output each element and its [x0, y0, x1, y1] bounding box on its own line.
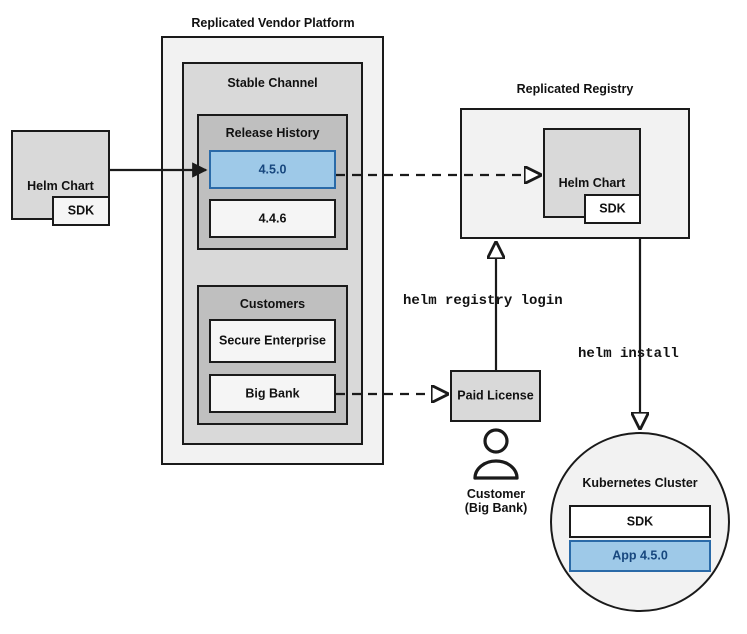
kubernetes-cluster-title: Kubernetes Cluster [582, 476, 698, 490]
customer-secure-enterprise[interactable]: Secure Enterprise [209, 319, 336, 363]
person-icon [466, 428, 526, 480]
registry-helm-chart-sdk-label: SDK [599, 201, 626, 216]
registry-helm-chart-sdk-box[interactable]: SDK [584, 194, 641, 224]
release-version-4-4-6-label: 4.4.6 [258, 211, 287, 225]
source-helm-chart-sdk-label: SDK [67, 203, 95, 218]
release-history-label: Release History [225, 126, 320, 140]
customers-label: Customers [239, 297, 306, 311]
command-helm-registry-login: helm registry login [403, 293, 563, 309]
registry-helm-chart-label: Helm Chart [558, 176, 626, 190]
paid-license-label: Paid License [457, 388, 534, 403]
vendor-platform-title: Replicated Vendor Platform [191, 16, 355, 30]
person-icon-svg [473, 428, 519, 480]
stable-channel-label: Stable Channel [227, 76, 318, 90]
release-version-4-4-6[interactable]: 4.4.6 [209, 199, 336, 238]
customer-big-bank[interactable]: Big Bank [209, 374, 336, 413]
release-version-4-5-0-label: 4.5.0 [258, 162, 287, 176]
cluster-component-sdk-label: SDK [626, 514, 654, 528]
customer-caption: Customer (Big Bank) [464, 487, 528, 516]
customer-secure-enterprise-label: Secure Enterprise [219, 333, 326, 348]
registry-title: Replicated Registry [516, 82, 634, 96]
source-helm-chart-sdk-box[interactable]: SDK [52, 196, 110, 226]
command-helm-install: helm install [578, 346, 679, 362]
paid-license-box[interactable]: Paid License [450, 370, 541, 422]
release-version-4-5-0[interactable]: 4.5.0 [209, 150, 336, 189]
source-helm-chart-label: Helm Chart [27, 179, 94, 193]
customer-big-bank-label: Big Bank [245, 386, 300, 400]
cluster-component-app-label: App 4.5.0 [612, 548, 668, 563]
cluster-component-sdk[interactable]: SDK [569, 505, 711, 538]
cluster-component-app[interactable]: App 4.5.0 [569, 540, 711, 572]
